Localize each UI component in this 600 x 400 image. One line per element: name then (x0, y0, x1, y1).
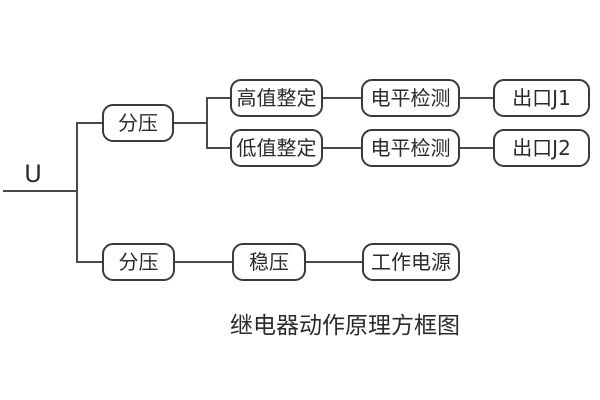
connector-level1-to-j1 (460, 97, 493, 99)
connector-split-to-low (208, 147, 230, 149)
diagram-caption: 继电器动作原理方框图 (230, 313, 460, 339)
node-low-value-setting: 低值整定 (230, 129, 323, 167)
connector-divider2-to-regulator (175, 261, 232, 263)
node-voltage-divider-top: 分压 (102, 104, 174, 142)
connector-split-vertical (206, 97, 208, 149)
connector-bottom-branch (78, 261, 102, 263)
node-working-power-supply: 工作电源 (362, 243, 460, 281)
node-high-value-setting: 高值整定 (230, 79, 323, 117)
connector-top-branch (78, 122, 102, 124)
node-level-detection-2: 电平检测 (361, 129, 460, 167)
node-output-j1: 出口J1 (493, 79, 590, 117)
connector-level2-to-j2 (460, 147, 493, 149)
connector-trunk-vertical (76, 122, 78, 263)
node-voltage-divider-bottom: 分压 (102, 243, 175, 281)
connector-regulator-to-power (306, 261, 362, 263)
connector-high-to-level1 (323, 97, 361, 99)
connector-input-line (3, 190, 77, 192)
connector-low-to-level2 (323, 147, 361, 149)
input-voltage-label: U (24, 160, 42, 188)
connector-split-to-high (208, 97, 230, 99)
connector-divider-to-split (174, 122, 208, 124)
node-level-detection-1: 电平检测 (361, 79, 460, 117)
node-voltage-regulator: 稳压 (232, 243, 306, 281)
node-output-j2: 出口J2 (493, 129, 590, 167)
